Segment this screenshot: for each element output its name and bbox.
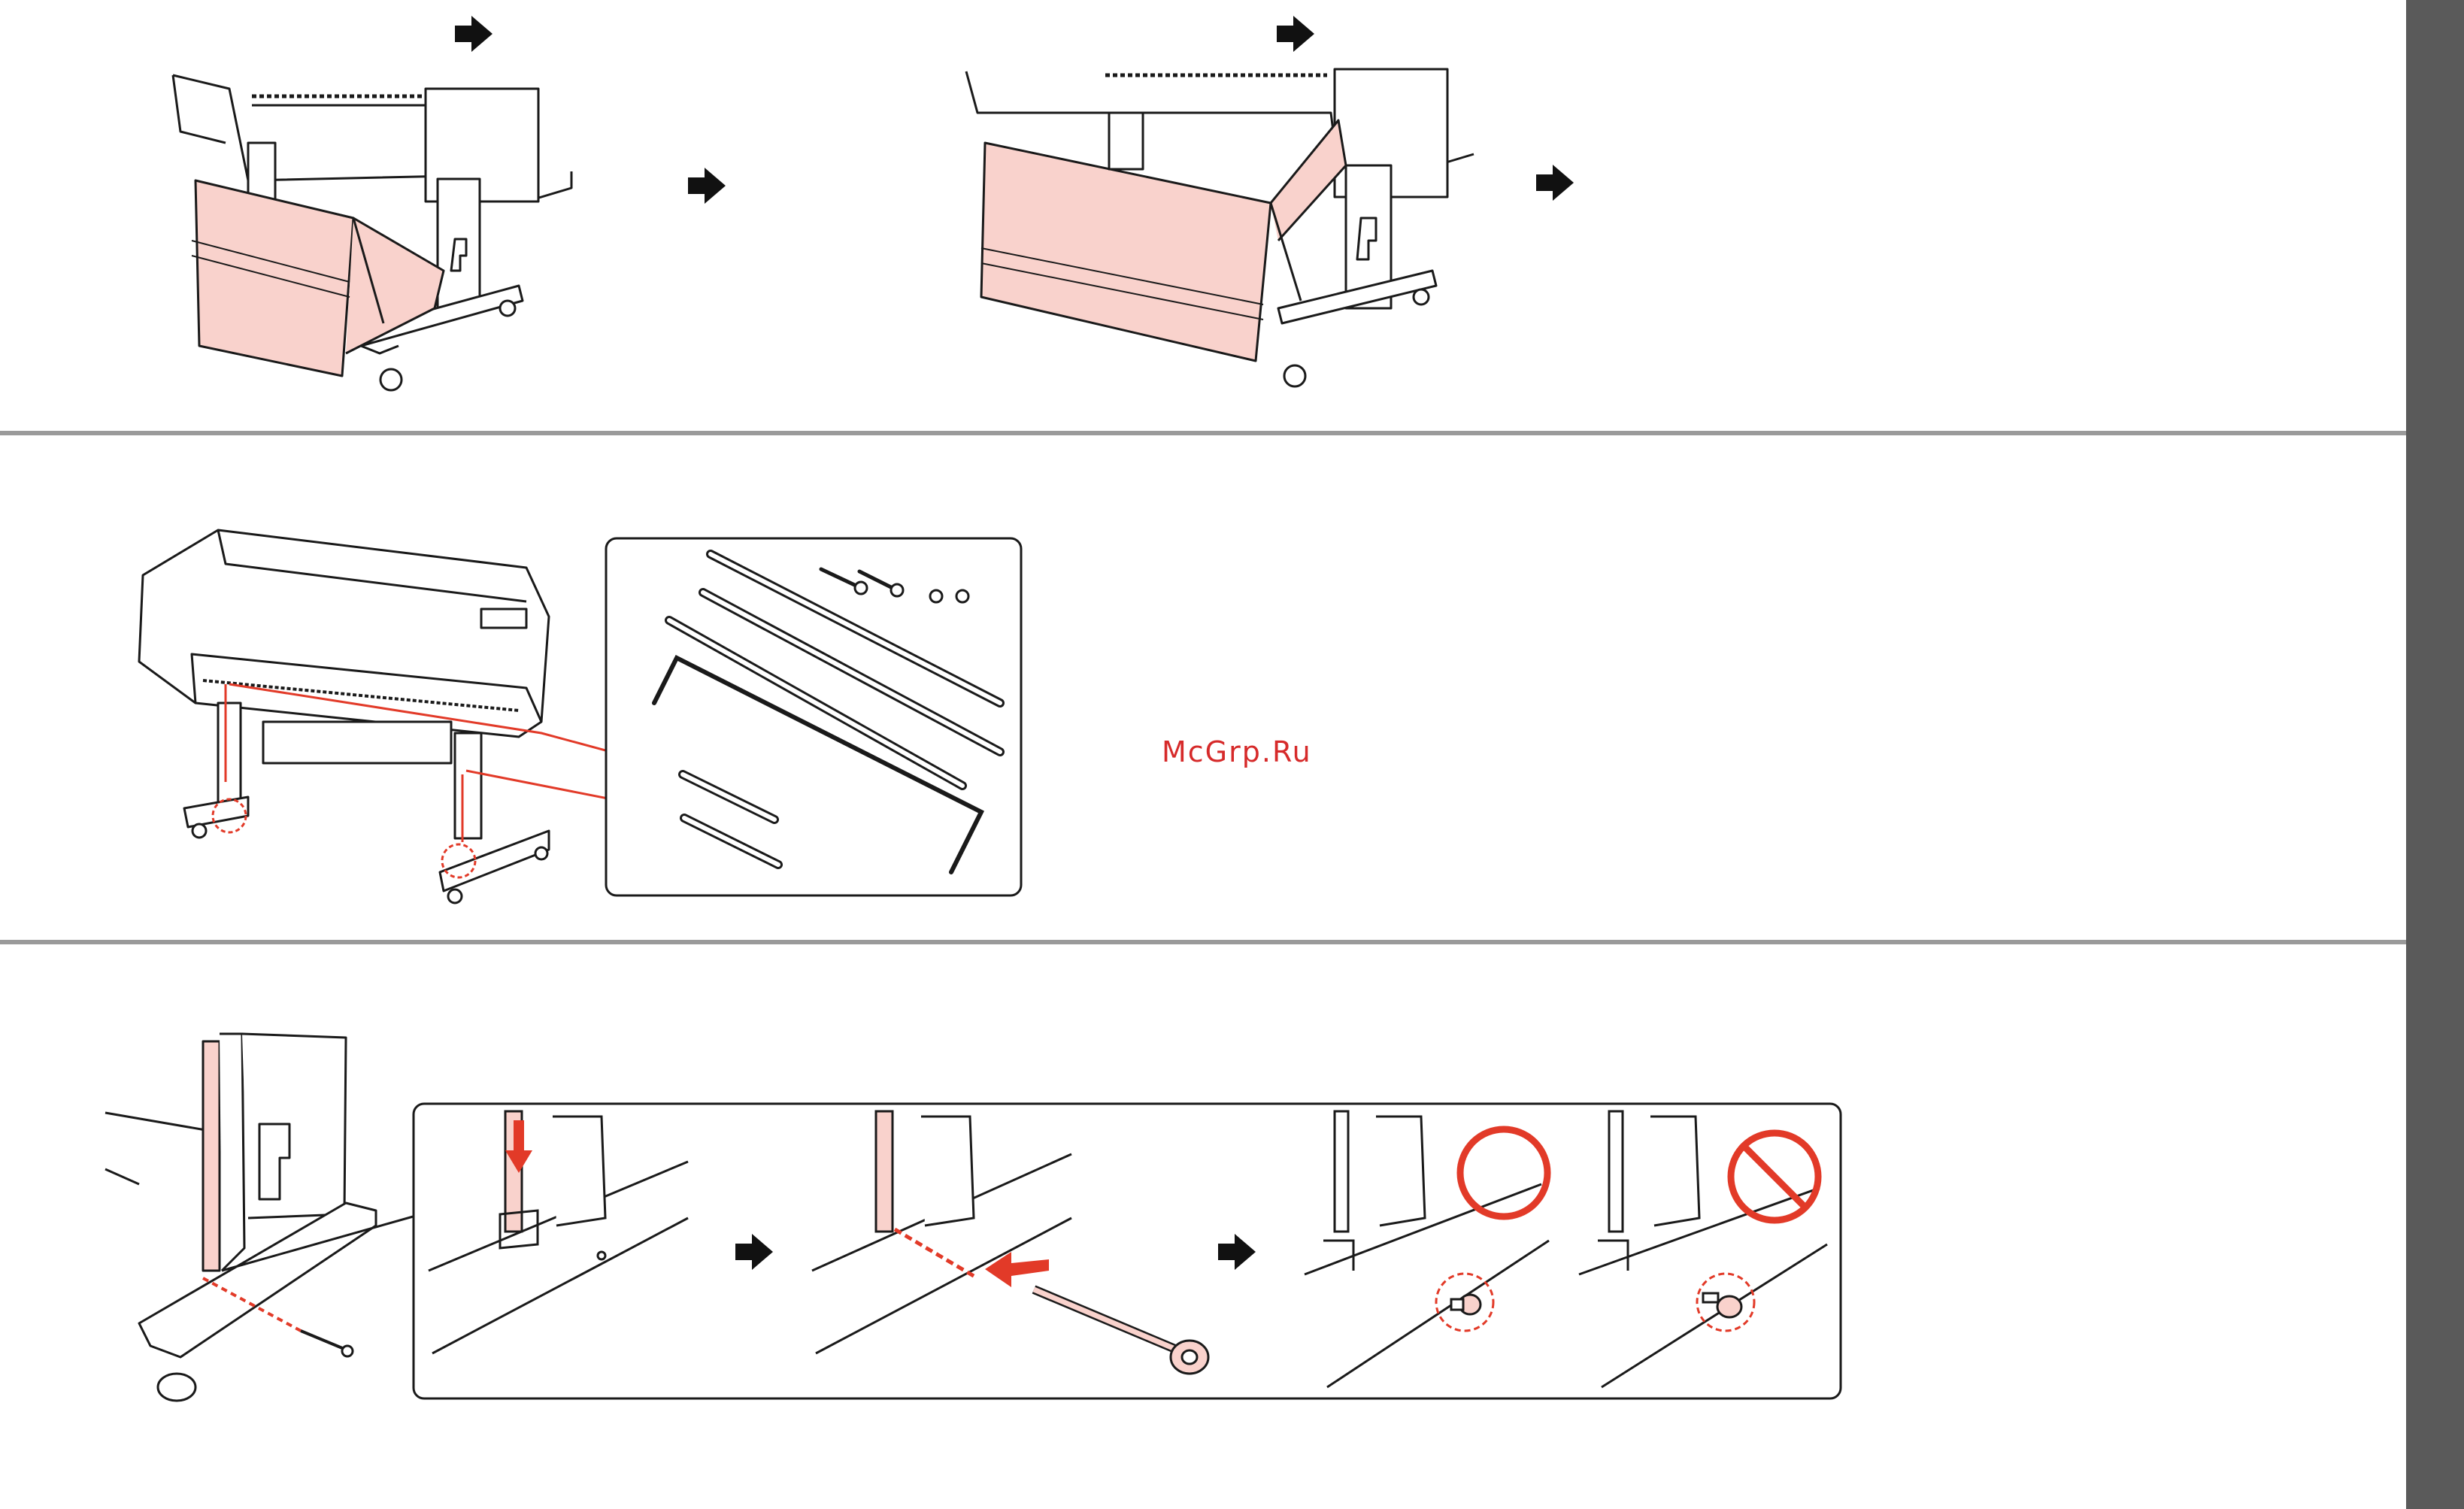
parts-box bbox=[606, 538, 1021, 895]
arrow-right-icon bbox=[688, 168, 726, 204]
side-tab bbox=[2406, 0, 2464, 1509]
illustrations bbox=[0, 0, 2406, 1509]
stand-basket-illustration-2 bbox=[966, 69, 1474, 386]
stand-leg-illustration bbox=[105, 1034, 421, 1401]
steps-box bbox=[414, 1104, 1841, 1398]
section-rod-install bbox=[105, 1034, 1841, 1401]
stand-basket-illustration-1 bbox=[173, 75, 571, 390]
arrow-right-icon bbox=[455, 16, 492, 52]
section-parts bbox=[139, 530, 1021, 903]
arrow-right-icon bbox=[1277, 16, 1314, 52]
printer-illustration bbox=[139, 530, 549, 903]
arrow-right-icon bbox=[1536, 165, 1574, 201]
section-basket-fold bbox=[173, 16, 1574, 390]
